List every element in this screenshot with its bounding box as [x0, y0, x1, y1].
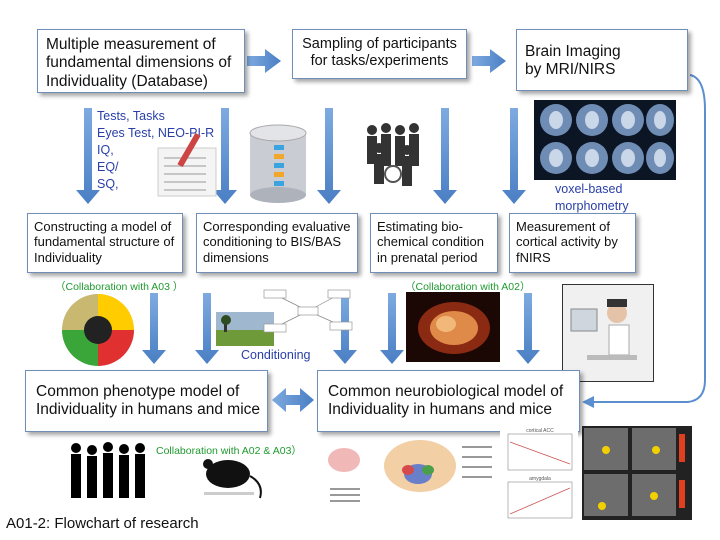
mri-scans-image	[534, 100, 676, 180]
double-arrow	[272, 388, 314, 412]
nirs-subject-image	[562, 284, 654, 382]
chart-title-2: amygdala	[529, 476, 551, 482]
neurobio-box: Common neurobiological model of Individu…	[317, 370, 580, 432]
imaging-box: Brain Imaging by MRI/NIRS	[516, 29, 688, 91]
silhouettes-image	[66, 440, 152, 500]
voxel-label-1: voxel-based	[555, 182, 623, 196]
biochem-text: Estimating bio-chemical condition in pre…	[377, 219, 484, 265]
voxel-label-2: morphometry	[555, 199, 629, 213]
down-arrow-e	[502, 108, 526, 204]
collab-both-label: Collaboration with A02 & A03）	[156, 445, 302, 457]
feedback-curve	[585, 74, 706, 403]
biochem-box: Estimating bio-chemical condition in pre…	[370, 213, 498, 273]
down-arrow-f	[142, 293, 166, 364]
collab-a02-label: （Collaboration with A02）	[405, 281, 531, 293]
chart-title-1: cortical ACC	[526, 428, 554, 434]
down-arrow-i	[380, 293, 404, 364]
notebook-pen-image	[156, 128, 218, 198]
down-arrow-b	[213, 108, 237, 204]
conditioning-text: Corresponding evaluative conditioning to…	[203, 219, 351, 265]
tests-label-3: IQ,	[97, 143, 114, 157]
down-arrow-g	[195, 293, 219, 364]
mouse-image	[194, 452, 268, 506]
personality-circle-image	[60, 292, 136, 368]
imaging-text: Brain Imaging by MRI/NIRS	[525, 43, 621, 79]
right-arrow-2	[472, 49, 506, 73]
database-box: Multiple measurement of fundamental dime…	[37, 29, 245, 93]
cortical-box: Measurement of cortical activity by fNIR…	[509, 213, 636, 273]
tests-label-4: EQ/	[97, 160, 119, 174]
conditioning-label: Conditioning	[241, 348, 311, 362]
construct-text: Constructing a model of fundamental stru…	[34, 219, 175, 265]
embryo-image	[406, 292, 500, 362]
down-arrow-a	[76, 108, 100, 204]
conditioning-box: Corresponding evaluative conditioning to…	[196, 213, 358, 273]
down-arrow-d	[433, 108, 457, 204]
phenotype-text: Common phenotype model of Individuality …	[36, 383, 261, 419]
down-arrow-c	[317, 108, 341, 204]
right-arrow-1	[247, 49, 281, 73]
database-text: Multiple measurement of fundamental dime…	[46, 36, 232, 90]
down-arrow-j	[516, 293, 540, 364]
brain-anatomy-image	[322, 436, 498, 520]
caption: A01-2: Flowchart of research	[6, 515, 199, 532]
tests-labels: Tests, Tasks Eyes Test, NEO-PI-R IQ, EQ/…	[97, 108, 214, 193]
sampling-box: Sampling of participants for tasks/exper…	[292, 29, 467, 79]
concept-network-image	[262, 286, 354, 336]
database-cylinder-image	[244, 121, 312, 205]
tests-label-1: Tests, Tasks	[97, 109, 165, 123]
sampling-text: Sampling of participants for tasks/exper…	[302, 36, 457, 70]
tests-label-2: Eyes Test, NEO-PI-R	[97, 126, 215, 140]
tests-label-5: SQ,	[97, 177, 119, 191]
neurobio-text: Common neurobiological model of Individu…	[328, 383, 564, 419]
cortical-text: Measurement of cortical activity by fNIR…	[516, 219, 618, 265]
construct-box: Constructing a model of fundamental stru…	[27, 213, 183, 273]
scatter-plots-image: cortical ACC amygdala	[500, 424, 578, 522]
collab-a03-label: （Collaboration with A03 ）	[55, 281, 184, 293]
phenotype-box: Common phenotype model of Individuality …	[25, 370, 268, 432]
business-people-image	[360, 118, 430, 192]
brain-slices-image	[582, 426, 692, 520]
field-landscape-image	[216, 312, 274, 346]
voxel-labels: voxel-based morphometry	[555, 181, 629, 215]
